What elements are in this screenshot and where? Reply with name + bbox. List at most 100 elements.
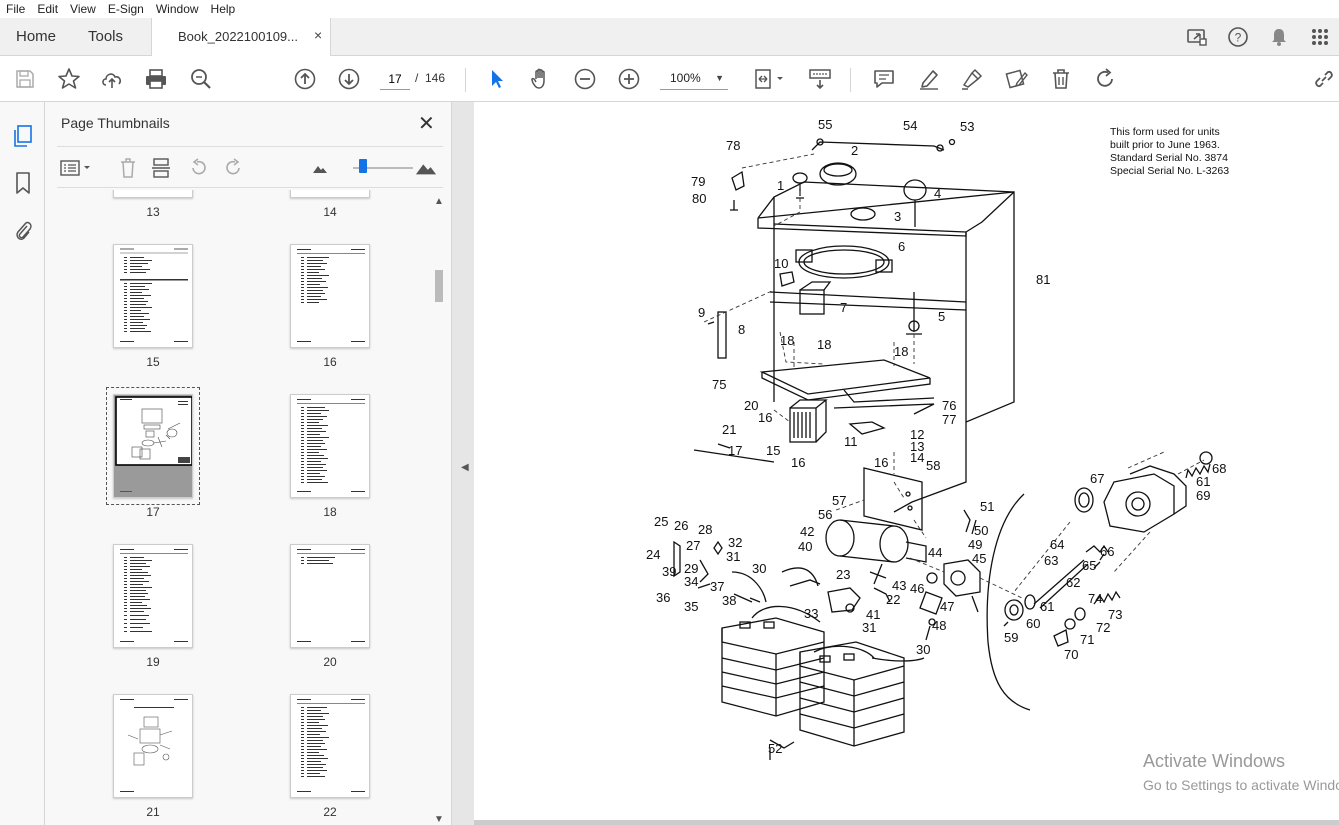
callout-9: 9 bbox=[698, 305, 705, 320]
callout-54: 54 bbox=[903, 118, 917, 133]
save-icon[interactable] bbox=[13, 67, 37, 91]
upload-cloud-icon[interactable] bbox=[100, 67, 124, 91]
delete-page-icon[interactable] bbox=[117, 157, 139, 179]
draw-sign-icon[interactable] bbox=[960, 67, 984, 91]
menu-file[interactable]: File bbox=[6, 2, 26, 16]
previous-page-icon[interactable] bbox=[293, 67, 317, 91]
thumbnail-scrollbar[interactable]: ▲ ▼ bbox=[433, 194, 445, 825]
callout-12: 12 bbox=[910, 427, 924, 442]
menu-esign[interactable]: E-Sign bbox=[107, 2, 144, 16]
thumbnail-page-16[interactable] bbox=[290, 244, 370, 348]
callout-14: 14 bbox=[910, 450, 924, 465]
horizontal-scrollbar[interactable] bbox=[474, 820, 1339, 825]
attachments-paperclip-icon[interactable] bbox=[11, 218, 35, 242]
thumbnail-label: 20 bbox=[323, 655, 337, 669]
find-zoom-icon[interactable] bbox=[189, 67, 213, 91]
thumbnail-label: 15 bbox=[146, 355, 160, 369]
page-fit-icon[interactable] bbox=[754, 67, 788, 91]
tab-close-icon[interactable]: × bbox=[314, 27, 323, 43]
rotate-right-icon[interactable] bbox=[222, 157, 244, 179]
thumbnail-page-18[interactable] bbox=[290, 394, 370, 498]
callout-77: 77 bbox=[942, 412, 956, 427]
scrollbar-thumb[interactable] bbox=[435, 270, 443, 302]
thumbnail-page-17-selected[interactable] bbox=[106, 387, 200, 505]
apps-grid-icon[interactable] bbox=[1309, 26, 1331, 48]
scroll-mode-icon[interactable] bbox=[808, 67, 832, 91]
thumbnail-label: 13 bbox=[146, 205, 160, 219]
callout-73: 73 bbox=[1108, 607, 1122, 622]
callout-48: 48 bbox=[932, 618, 946, 633]
thumbnail-options-icon[interactable] bbox=[59, 157, 93, 179]
share-screen-icon[interactable] bbox=[1186, 26, 1208, 48]
tab-bar: Home Tools Book_2022100109... × ? bbox=[0, 18, 1339, 56]
collapse-panel-icon[interactable]: ◀ bbox=[461, 462, 469, 473]
comment-icon[interactable] bbox=[872, 67, 896, 91]
callout-78: 78 bbox=[726, 138, 740, 153]
callout-16: 16 bbox=[791, 455, 805, 470]
callout-56: 56 bbox=[818, 507, 832, 522]
callout-75: 75 bbox=[712, 377, 726, 392]
thumbnail-page-13[interactable] bbox=[113, 190, 193, 198]
page-number-input[interactable] bbox=[380, 68, 410, 90]
zoom-out-icon[interactable] bbox=[573, 67, 597, 91]
scroll-up-icon[interactable]: ▲ bbox=[434, 196, 444, 207]
callout-69: 69 bbox=[1196, 488, 1210, 503]
link-share-icon[interactable] bbox=[1312, 67, 1336, 91]
hand-tool-icon[interactable] bbox=[529, 67, 553, 91]
callout-47: 47 bbox=[940, 599, 954, 614]
tab-home[interactable]: Home bbox=[16, 28, 57, 45]
notification-bell-icon[interactable] bbox=[1268, 26, 1290, 48]
callout-26: 26 bbox=[674, 518, 688, 533]
bookmark-star-icon[interactable] bbox=[57, 67, 81, 91]
tab-document[interactable]: Book_2022100109... × bbox=[151, 18, 331, 56]
delete-trash-icon[interactable] bbox=[1049, 67, 1073, 91]
svg-text:?: ? bbox=[1235, 31, 1242, 45]
total-pages: 146 bbox=[425, 71, 446, 85]
menu-help[interactable]: Help bbox=[210, 2, 236, 16]
highlight-pen-icon[interactable] bbox=[917, 67, 941, 91]
callout-80: 80 bbox=[692, 191, 706, 206]
thumbnail-page-20[interactable] bbox=[290, 544, 370, 648]
callout-30: 30 bbox=[752, 561, 766, 576]
callout-6: 6 bbox=[898, 239, 905, 254]
callout-61: 61 bbox=[1196, 474, 1210, 489]
help-icon[interactable]: ? bbox=[1227, 26, 1249, 48]
select-cursor-icon[interactable] bbox=[485, 67, 509, 91]
small-mountain-icon bbox=[309, 157, 331, 179]
thumbnail-size-slider[interactable] bbox=[353, 167, 413, 169]
thumbnail-page-21[interactable] bbox=[113, 694, 193, 798]
thumbnail-page-14[interactable] bbox=[290, 190, 370, 198]
tab-tools[interactable]: Tools bbox=[88, 28, 124, 45]
toolbar-divider bbox=[465, 68, 466, 92]
thumbnail-page-22[interactable] bbox=[290, 694, 370, 798]
note-line: This form used for units bbox=[1110, 126, 1220, 138]
close-icon[interactable]: ✕ bbox=[418, 113, 435, 135]
menu-window[interactable]: Window bbox=[155, 2, 199, 16]
callout-46: 46 bbox=[910, 581, 924, 596]
menu-edit[interactable]: Edit bbox=[37, 2, 59, 16]
callout-44: 44 bbox=[928, 545, 942, 560]
zoom-in-icon[interactable] bbox=[617, 67, 641, 91]
page-thumbnails-icon[interactable] bbox=[11, 124, 35, 148]
tab-document-label: Book_2022100109... bbox=[178, 29, 298, 44]
document-view[interactable]: ◀ bbox=[452, 102, 1339, 825]
next-page-icon[interactable] bbox=[337, 67, 361, 91]
rotate-icon[interactable] bbox=[1093, 67, 1117, 91]
print-icon[interactable] bbox=[144, 67, 168, 91]
thumbnail-label: 17 bbox=[146, 505, 160, 519]
thumbnail-page-15[interactable] bbox=[113, 244, 193, 348]
edit-text-icon[interactable] bbox=[1005, 67, 1029, 91]
scroll-down-icon[interactable]: ▼ bbox=[434, 814, 444, 825]
slider-thumb[interactable] bbox=[359, 159, 367, 173]
callout-23: 23 bbox=[836, 567, 850, 582]
callout-7: 7 bbox=[840, 300, 847, 315]
bookmarks-icon[interactable] bbox=[11, 171, 35, 195]
thumbnail-page-19[interactable] bbox=[113, 544, 193, 648]
page-thumbnails-panel: Page Thumbnails ✕ 13 14 bbox=[45, 102, 452, 825]
large-mountain-icon bbox=[415, 157, 437, 179]
insert-page-icon[interactable] bbox=[150, 157, 172, 179]
menu-view[interactable]: View bbox=[70, 2, 96, 16]
callout-74: 74 bbox=[1088, 591, 1102, 606]
rotate-left-icon[interactable] bbox=[188, 157, 210, 179]
zoom-select[interactable]: 100% ▼ bbox=[660, 68, 728, 90]
